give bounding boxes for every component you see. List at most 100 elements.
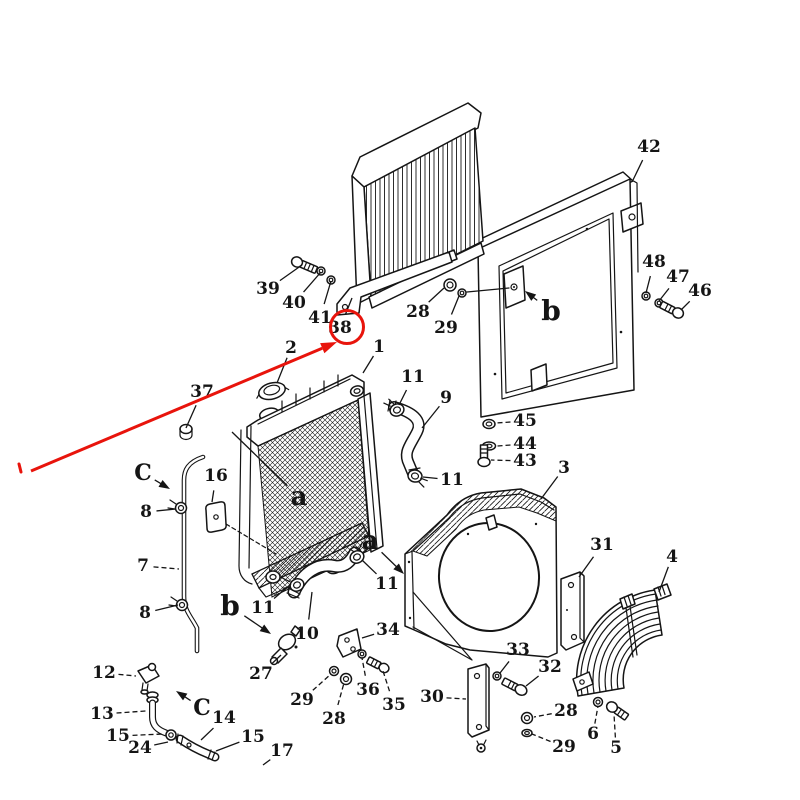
part-label-44: 44 bbox=[513, 434, 537, 454]
leader-36 bbox=[361, 657, 366, 676]
leader-17 bbox=[262, 759, 271, 766]
part-label-17: 17 bbox=[270, 741, 294, 761]
leader-30 bbox=[446, 697, 467, 700]
part-label-40: 40 bbox=[282, 293, 306, 313]
part-label-38: 38 bbox=[328, 318, 352, 338]
part-label-29-right: 29 bbox=[552, 737, 576, 757]
leader-8-lower bbox=[155, 604, 179, 612]
part-label-8-lower: 8 bbox=[139, 603, 151, 623]
part-label-45: 45 bbox=[513, 411, 537, 431]
part-label-47: 47 bbox=[666, 267, 690, 287]
leader-arrowhead-b-frame bbox=[525, 291, 537, 301]
part-label-27: 27 bbox=[249, 664, 273, 684]
highlight-annotation bbox=[17, 309, 365, 474]
part-label-11-d: 11 bbox=[251, 598, 275, 618]
leader-10 bbox=[308, 591, 313, 620]
part-label-6: 6 bbox=[587, 724, 599, 744]
pad-16 bbox=[205, 501, 277, 555]
leader-27 bbox=[271, 654, 282, 665]
part-label-9: 9 bbox=[440, 388, 452, 408]
part-label-28-right: 28 bbox=[554, 701, 578, 721]
leader-29-top bbox=[450, 295, 460, 315]
plate-34 bbox=[336, 628, 362, 658]
leader-40 bbox=[303, 271, 322, 293]
fan-opening bbox=[437, 522, 541, 632]
part-label-a-shroud: a bbox=[362, 526, 379, 556]
bolt-39 bbox=[290, 256, 319, 274]
leader-34 bbox=[361, 633, 375, 639]
part-label-24: 24 bbox=[128, 738, 152, 758]
leader-arrowhead-C-lower bbox=[176, 691, 188, 701]
shroud-top-band bbox=[404, 488, 557, 557]
part-label-11-c: 11 bbox=[375, 574, 399, 594]
overflow-tube-7 bbox=[167, 454, 206, 654]
leader-46 bbox=[680, 300, 691, 311]
part-label-39: 39 bbox=[256, 279, 280, 299]
leader-29-mid bbox=[312, 673, 332, 691]
upper-outlet bbox=[349, 385, 365, 397]
leader-31 bbox=[578, 556, 595, 578]
fasteners-36-35-29-28-mid bbox=[328, 649, 390, 686]
part-label-33: 33 bbox=[506, 640, 530, 660]
leader-32 bbox=[525, 675, 540, 687]
part-label-10: 10 bbox=[295, 624, 319, 644]
washer-15 bbox=[165, 729, 177, 741]
leader-11-c bbox=[361, 559, 377, 575]
leader-11-d bbox=[273, 583, 292, 600]
nut-6-bolt-5 bbox=[592, 696, 630, 721]
clamp-8-lower bbox=[168, 596, 189, 612]
leader-4 bbox=[658, 566, 669, 593]
lower-hose-10 bbox=[282, 541, 370, 599]
part-label-42: 42 bbox=[637, 137, 661, 157]
highlight-arrow-line bbox=[30, 346, 323, 473]
part-label-29-top: 29 bbox=[434, 318, 458, 338]
part-label-48: 48 bbox=[642, 252, 666, 272]
nut-28-washer-29-top bbox=[443, 278, 510, 298]
part-label-2: 2 bbox=[285, 338, 297, 358]
clamp-11-a bbox=[383, 398, 405, 417]
leader-15-left bbox=[132, 733, 164, 737]
part-label-11-b: 11 bbox=[440, 470, 464, 490]
part-label-1: 1 bbox=[373, 337, 385, 357]
leader-37 bbox=[185, 405, 197, 429]
part-label-C-lower: C bbox=[193, 695, 211, 721]
leader-42 bbox=[632, 159, 644, 181]
leader-24 bbox=[154, 741, 169, 746]
upper-hose-9 bbox=[383, 398, 428, 488]
washer-33-bolt-32 bbox=[492, 671, 528, 696]
fan-shroud-3 bbox=[404, 488, 558, 661]
leader-28-top bbox=[428, 287, 445, 303]
bracket-38 bbox=[336, 251, 453, 316]
fan-guard-4 bbox=[572, 583, 672, 697]
radiator-1 bbox=[238, 374, 384, 598]
leader-43 bbox=[490, 459, 511, 462]
leader-2 bbox=[276, 357, 288, 384]
part-label-11-a: 11 bbox=[401, 367, 425, 387]
leader-47 bbox=[658, 287, 670, 302]
clamp-11-b bbox=[407, 469, 428, 488]
leader-11-b bbox=[422, 476, 438, 480]
mounting-frame-42 bbox=[471, 171, 644, 418]
leader-b-lower bbox=[243, 615, 264, 630]
leader-5 bbox=[613, 713, 617, 738]
leader-8-upper bbox=[156, 508, 177, 512]
leader-15-right bbox=[215, 741, 240, 752]
highlight-arrowhead bbox=[320, 342, 337, 354]
fasteners-45-44-43 bbox=[477, 418, 497, 468]
leader-28-right bbox=[533, 713, 552, 718]
leader-16 bbox=[211, 490, 215, 503]
part-label-14: 14 bbox=[212, 708, 236, 728]
plug-37 bbox=[179, 423, 193, 441]
bracket-31 bbox=[560, 571, 585, 651]
fasteners-48-47-46 bbox=[641, 291, 685, 319]
part-label-34: 34 bbox=[376, 620, 400, 640]
leader-12 bbox=[118, 673, 137, 677]
leader-arrowhead-b-lower bbox=[259, 624, 271, 634]
part-label-C-upper: C bbox=[134, 460, 152, 486]
part-label-13: 13 bbox=[90, 704, 114, 724]
part-label-b-frame: b bbox=[541, 295, 561, 328]
part-label-3: 3 bbox=[558, 458, 570, 478]
part-label-12: 12 bbox=[92, 663, 116, 683]
